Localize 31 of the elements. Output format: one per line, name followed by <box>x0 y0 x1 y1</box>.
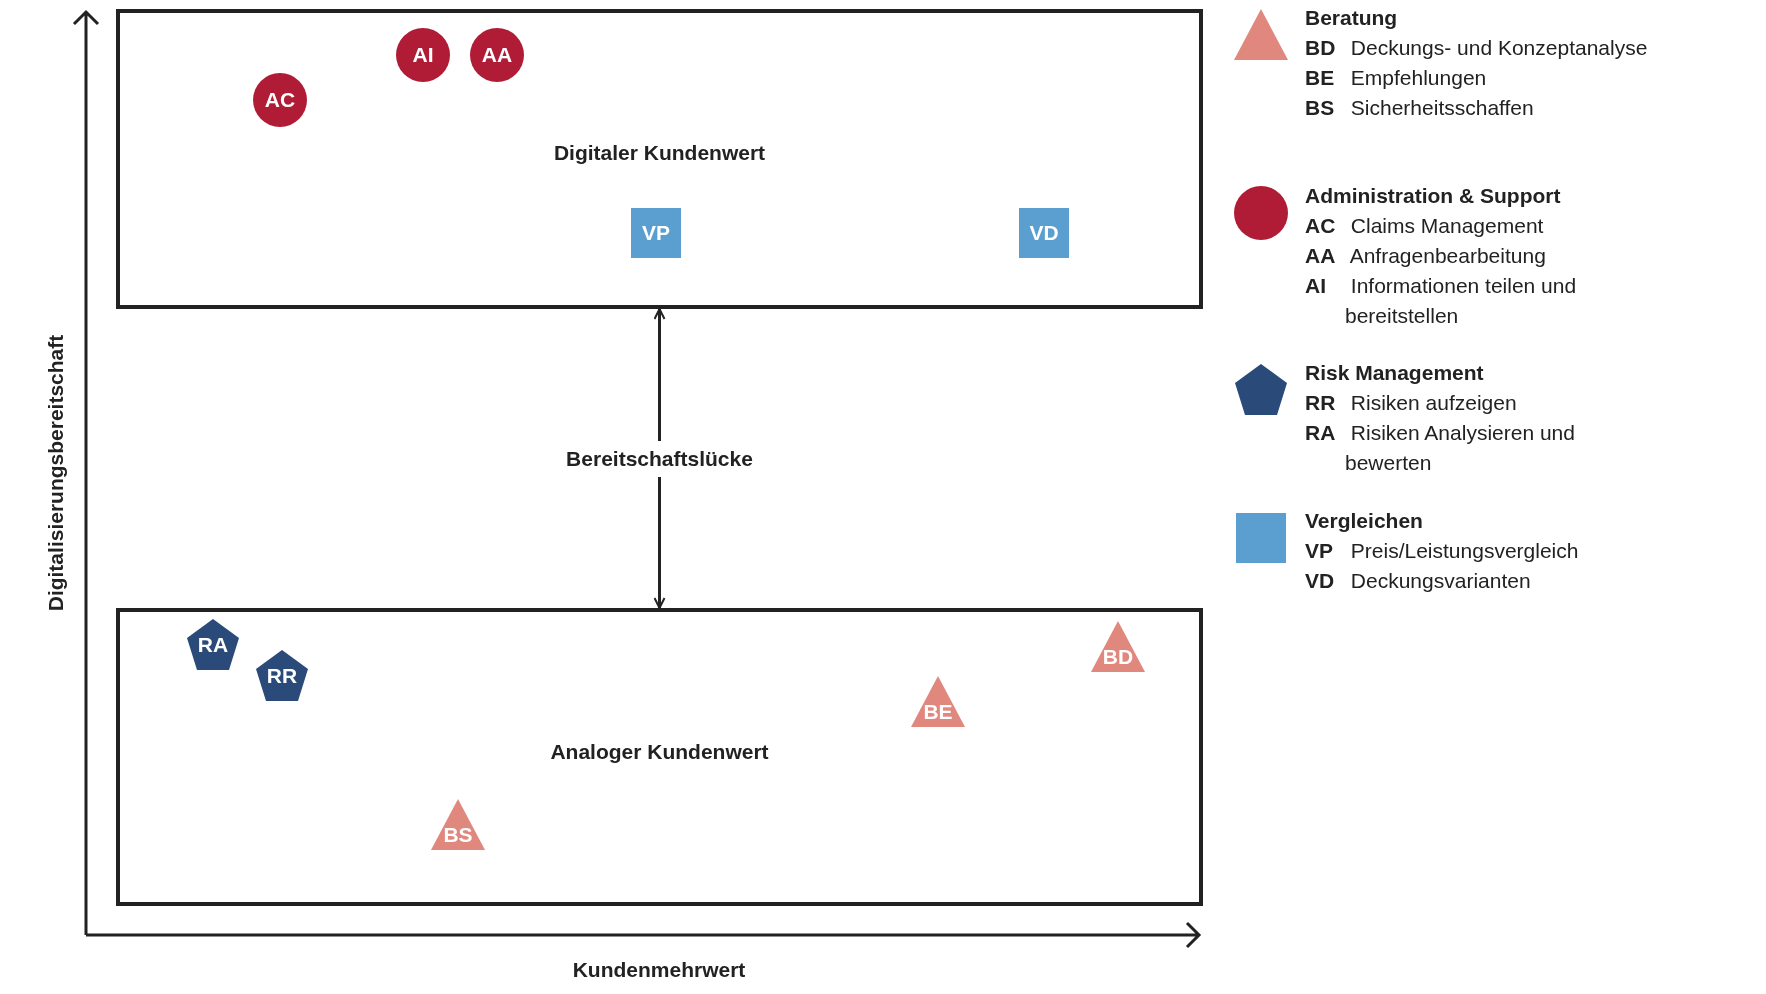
circle-marker: AA <box>469 27 525 83</box>
pentagon-marker: RR <box>254 648 310 704</box>
circle-marker: AC <box>252 72 308 128</box>
legend-item: AI Informationen teilen und bereitstellen <box>1305 273 1578 329</box>
legend-item: VD Deckungsvarianten <box>1305 568 1532 594</box>
legend-item: RR Risiken aufzeigen <box>1305 390 1518 416</box>
legend-item: AA Anfragenbearbeitung <box>1305 243 1547 269</box>
legend-item: BS Sicherheitsschaffen <box>1305 95 1535 121</box>
square-marker: VD <box>1016 205 1072 261</box>
legend-item: VP Preis/Leistungsvergleich <box>1305 538 1580 564</box>
double-arrow <box>653 308 666 609</box>
region-title: Analoger Kundenwert <box>549 740 770 764</box>
region-box <box>116 9 1203 309</box>
axis-title: Kundenmehrwert <box>572 958 746 982</box>
axis-title: Digitalisierungsbereitschaft <box>44 334 68 612</box>
triangle-marker: BE <box>910 674 966 730</box>
legend-item: RA Risiken Analysieren und bewerten <box>1305 420 1576 476</box>
legend-heading: Vergleichen <box>1305 508 1424 534</box>
triangle-marker: BS <box>430 797 486 853</box>
region-box <box>116 608 1203 906</box>
square-marker: VP <box>628 205 684 261</box>
triangle-marker: BD <box>1090 619 1146 675</box>
circle-marker: AI <box>395 27 451 83</box>
legend-heading: Risk Management <box>1305 360 1485 386</box>
legend-item: BE Empfehlungen <box>1305 65 1488 91</box>
legend-item: BD Deckungs- und Konzeptanalyse <box>1305 35 1649 61</box>
legend-item: AC Claims Management <box>1305 213 1545 239</box>
pentagon-marker: RA <box>185 617 241 673</box>
legend-heading: Beratung <box>1305 5 1399 31</box>
legend-heading: Administration & Support <box>1305 183 1562 209</box>
region-title: Digitaler Kundenwert <box>552 141 767 165</box>
